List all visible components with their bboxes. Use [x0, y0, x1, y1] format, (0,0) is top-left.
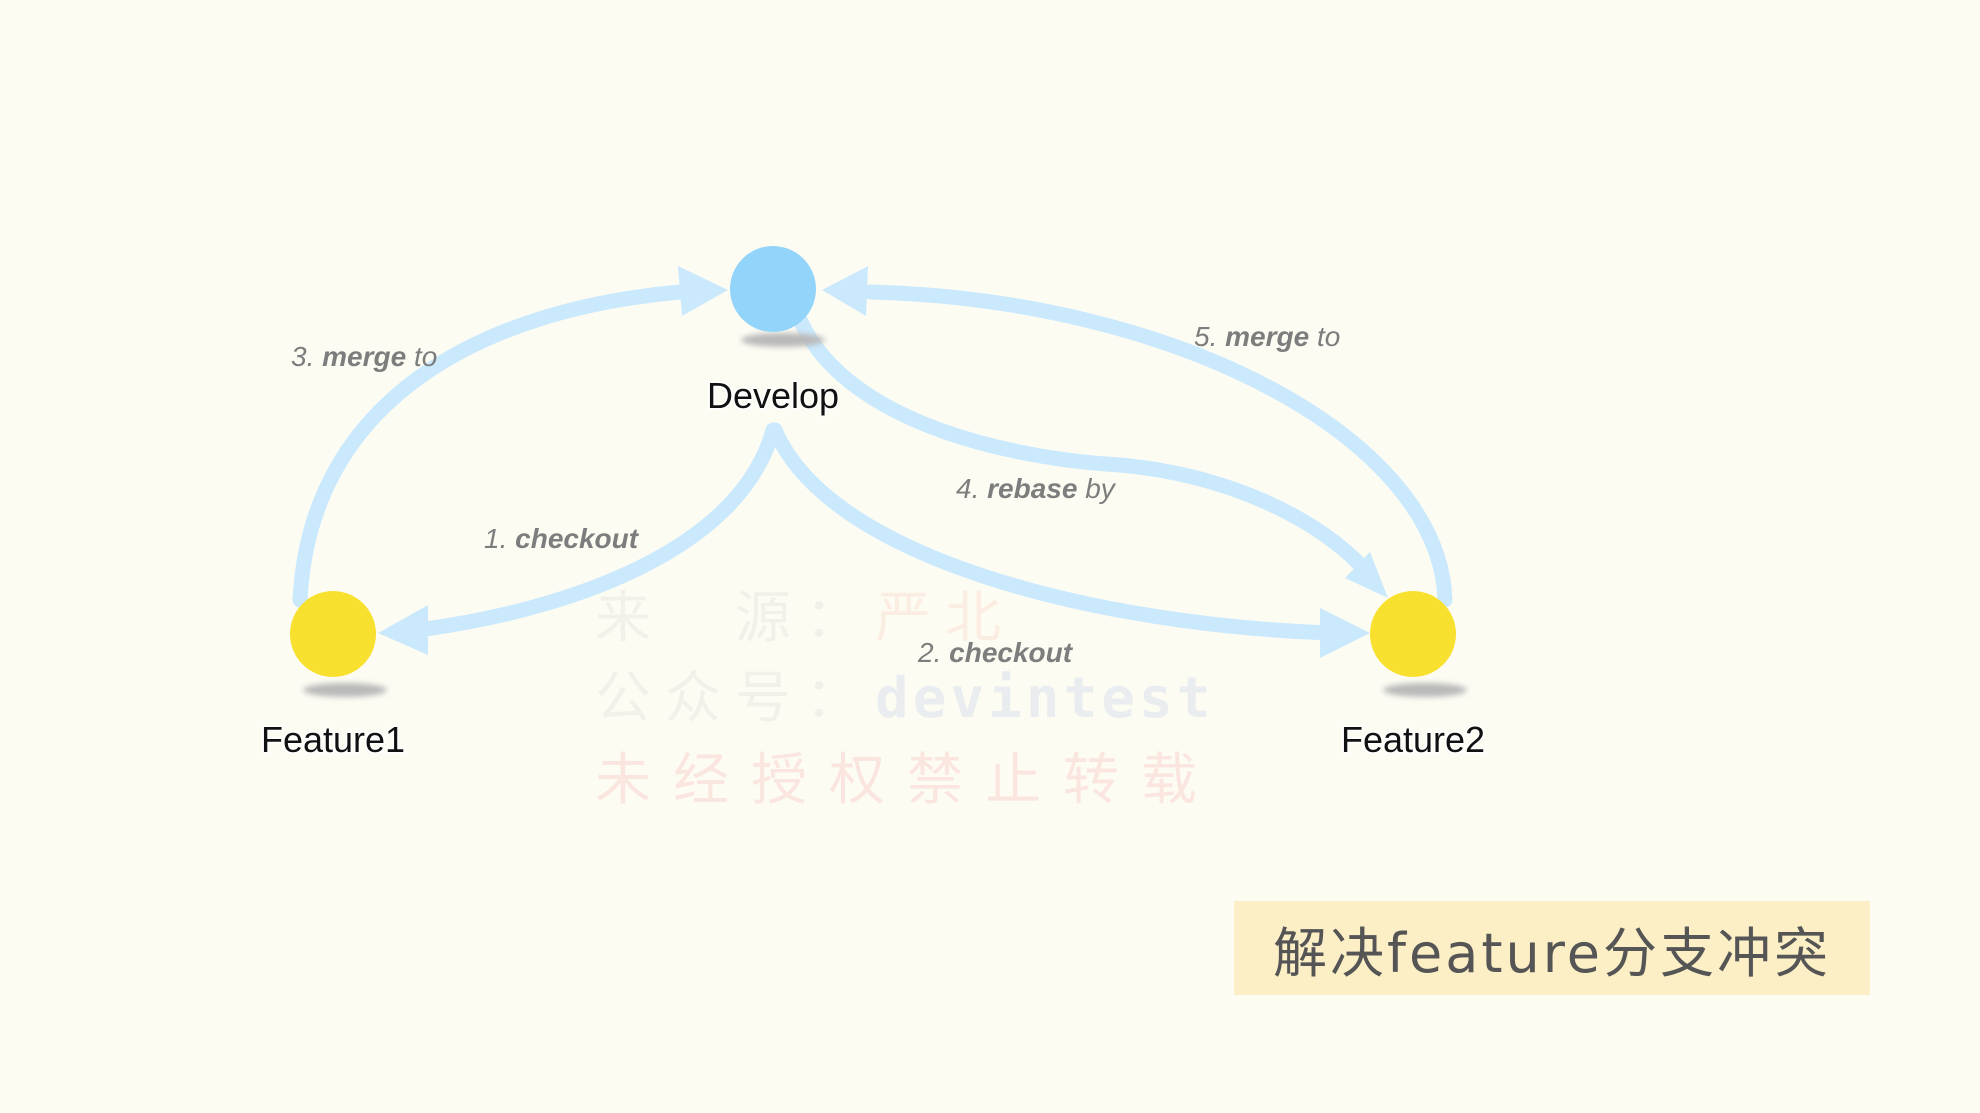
feature2-node-shadow — [1383, 683, 1467, 697]
feature2-label: Feature2 — [1341, 719, 1485, 760]
edge-3-label: 3. merge to — [291, 341, 437, 372]
edge-3-keyword: merge — [322, 341, 406, 372]
edge-5-suffix: to — [1317, 321, 1340, 352]
edge-4-label: 4. rebase by — [956, 473, 1117, 504]
edge-2-label: 2. checkout — [917, 637, 1074, 668]
feature1-node-shadow — [303, 683, 387, 697]
feature1-label: Feature1 — [261, 719, 405, 760]
edge-4-rebase-develop-to-feature2 — [792, 312, 1373, 578]
develop-node-shadow — [741, 333, 825, 347]
watermark-source: 来 源：严北 — [595, 573, 1015, 654]
edge-2-checkout-develop-to-feature2 — [767, 422, 1338, 641]
edge-4-number: 4. — [956, 473, 979, 504]
edge-2-number: 2. — [917, 637, 941, 668]
edge-1-arrowhead — [378, 605, 428, 655]
watermark-account-prefix: 公众号： — [595, 666, 875, 731]
edge-3-number: 3. — [291, 341, 314, 372]
edge-5-arrowhead — [822, 266, 868, 316]
edge-1-label: 1. checkout — [484, 523, 640, 554]
watermark-source-prefix: 来 源： — [595, 586, 875, 651]
feature1-node — [290, 591, 376, 677]
watermark-source-value: 严北 — [875, 586, 1015, 651]
slide-caption: 解决feature分支冲突 — [1234, 901, 1870, 995]
feature2-node — [1370, 591, 1456, 677]
develop-label: Develop — [707, 375, 839, 416]
edge-3-merge-feature1-to-develop — [292, 284, 688, 608]
develop-node — [730, 246, 816, 332]
edge-5-keyword: merge — [1225, 321, 1309, 352]
watermark-notice: 未经授权禁止转载 — [595, 748, 1219, 813]
edge-1-number: 1. — [484, 523, 507, 554]
edge-1-keyword: checkout — [515, 523, 640, 554]
edge-2-arrowhead — [1320, 608, 1370, 658]
edge-3-arrowhead — [678, 266, 728, 316]
edge-3-suffix: to — [414, 341, 437, 372]
edge-5-number: 5. — [1194, 321, 1217, 352]
watermark-account: 公众号：devintest — [595, 653, 1214, 734]
edge-2-keyword: checkout — [949, 637, 1074, 668]
edge-5-merge-feature2-to-develop — [862, 284, 1453, 608]
edge-4-suffix: by — [1085, 473, 1117, 504]
watermark-account-value: devintest — [875, 666, 1215, 731]
edge-4-arrowhead — [1345, 552, 1388, 598]
edge-4-keyword: rebase — [987, 473, 1077, 504]
edge-1-checkout-develop-to-feature1 — [410, 422, 781, 638]
edge-5-label: 5. merge to — [1194, 321, 1340, 352]
